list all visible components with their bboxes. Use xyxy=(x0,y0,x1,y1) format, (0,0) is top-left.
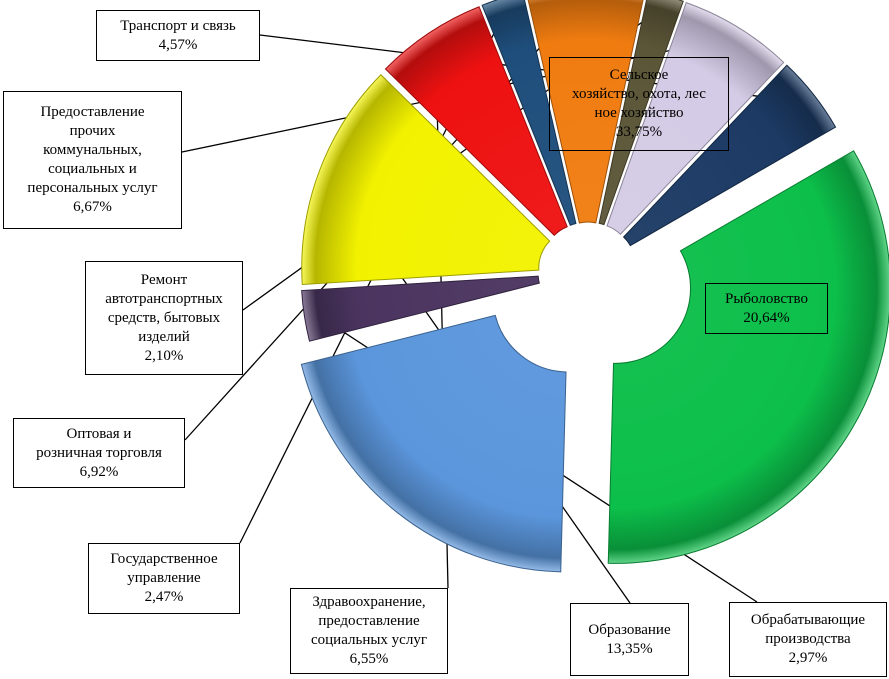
slice-label-1: Сельское хозяйство, охота, лес ное хозяй… xyxy=(549,57,729,151)
slice-label-name: Оптовая и розничная торговля xyxy=(36,425,162,461)
slice-label-value: 13,35% xyxy=(606,640,653,657)
slice-label-10: Транспорт и связь 4,57% xyxy=(96,10,260,61)
slice-label-name: Сельское хозяйство, охота, лес ное хозяй… xyxy=(572,67,706,121)
slice-label-name: Предоставление прочих коммунальных, соци… xyxy=(27,104,158,196)
slice-label-5: Здравоохранение, предоставление социальн… xyxy=(290,588,448,674)
slice-label-value: 2,97% xyxy=(788,650,828,666)
pie-slice-2 xyxy=(300,314,567,573)
slice-label-name: Транспорт и связь xyxy=(120,17,236,34)
pie-slices xyxy=(300,0,889,573)
slice-label-3: Обрабатывающие производства 2,97% xyxy=(729,602,887,677)
pie-slice-9 xyxy=(606,1,785,235)
slice-label-8: Ремонт автотранспортных средств, бытовых… xyxy=(85,261,243,375)
slice-label-value: 33,75% xyxy=(615,124,663,140)
pie-slice-7 xyxy=(527,0,644,224)
slice-label-value: 2,47% xyxy=(144,589,184,605)
slice-label-7: Оптовая и розничная торговля 6,92% xyxy=(13,418,185,488)
slice-label-value: 2,10% xyxy=(144,347,184,364)
pie-slice-4 xyxy=(301,74,551,286)
slice-label-9: Предоставление прочих коммунальных, соци… xyxy=(3,91,182,229)
slice-label-value: 20,64% xyxy=(743,309,790,326)
pie-slice-3 xyxy=(301,275,540,342)
slice-label-value: 6,67% xyxy=(73,199,112,215)
slice-label-2: Рыболовство 20,64% xyxy=(705,283,828,334)
slice-label-name: Ремонт автотранспортных средств, бытовых… xyxy=(105,271,223,345)
slice-label-4: Образование 13,35% xyxy=(570,603,689,676)
pie-slice-10 xyxy=(622,64,837,247)
slice-label-name: Государственное управление xyxy=(110,551,218,586)
pie-slice-1 xyxy=(607,150,889,564)
pie-slice-8 xyxy=(598,0,684,226)
pie-slice-6 xyxy=(481,0,577,226)
slice-label-value: 6,92% xyxy=(79,463,119,480)
pie-slice-5 xyxy=(384,6,568,237)
slice-label-6: Государственное управление 2,47% xyxy=(88,543,240,614)
slice-label-name: Здравоохранение, предоставление социальн… xyxy=(311,594,427,648)
slice-label-name: Рыболовство xyxy=(724,290,809,307)
slice-label-name: Обрабатывающие производства xyxy=(750,612,866,647)
slice-label-value: 6,55% xyxy=(349,651,389,667)
slice-label-name: Образование xyxy=(588,621,671,638)
slice-label-value: 4,57% xyxy=(158,36,198,53)
